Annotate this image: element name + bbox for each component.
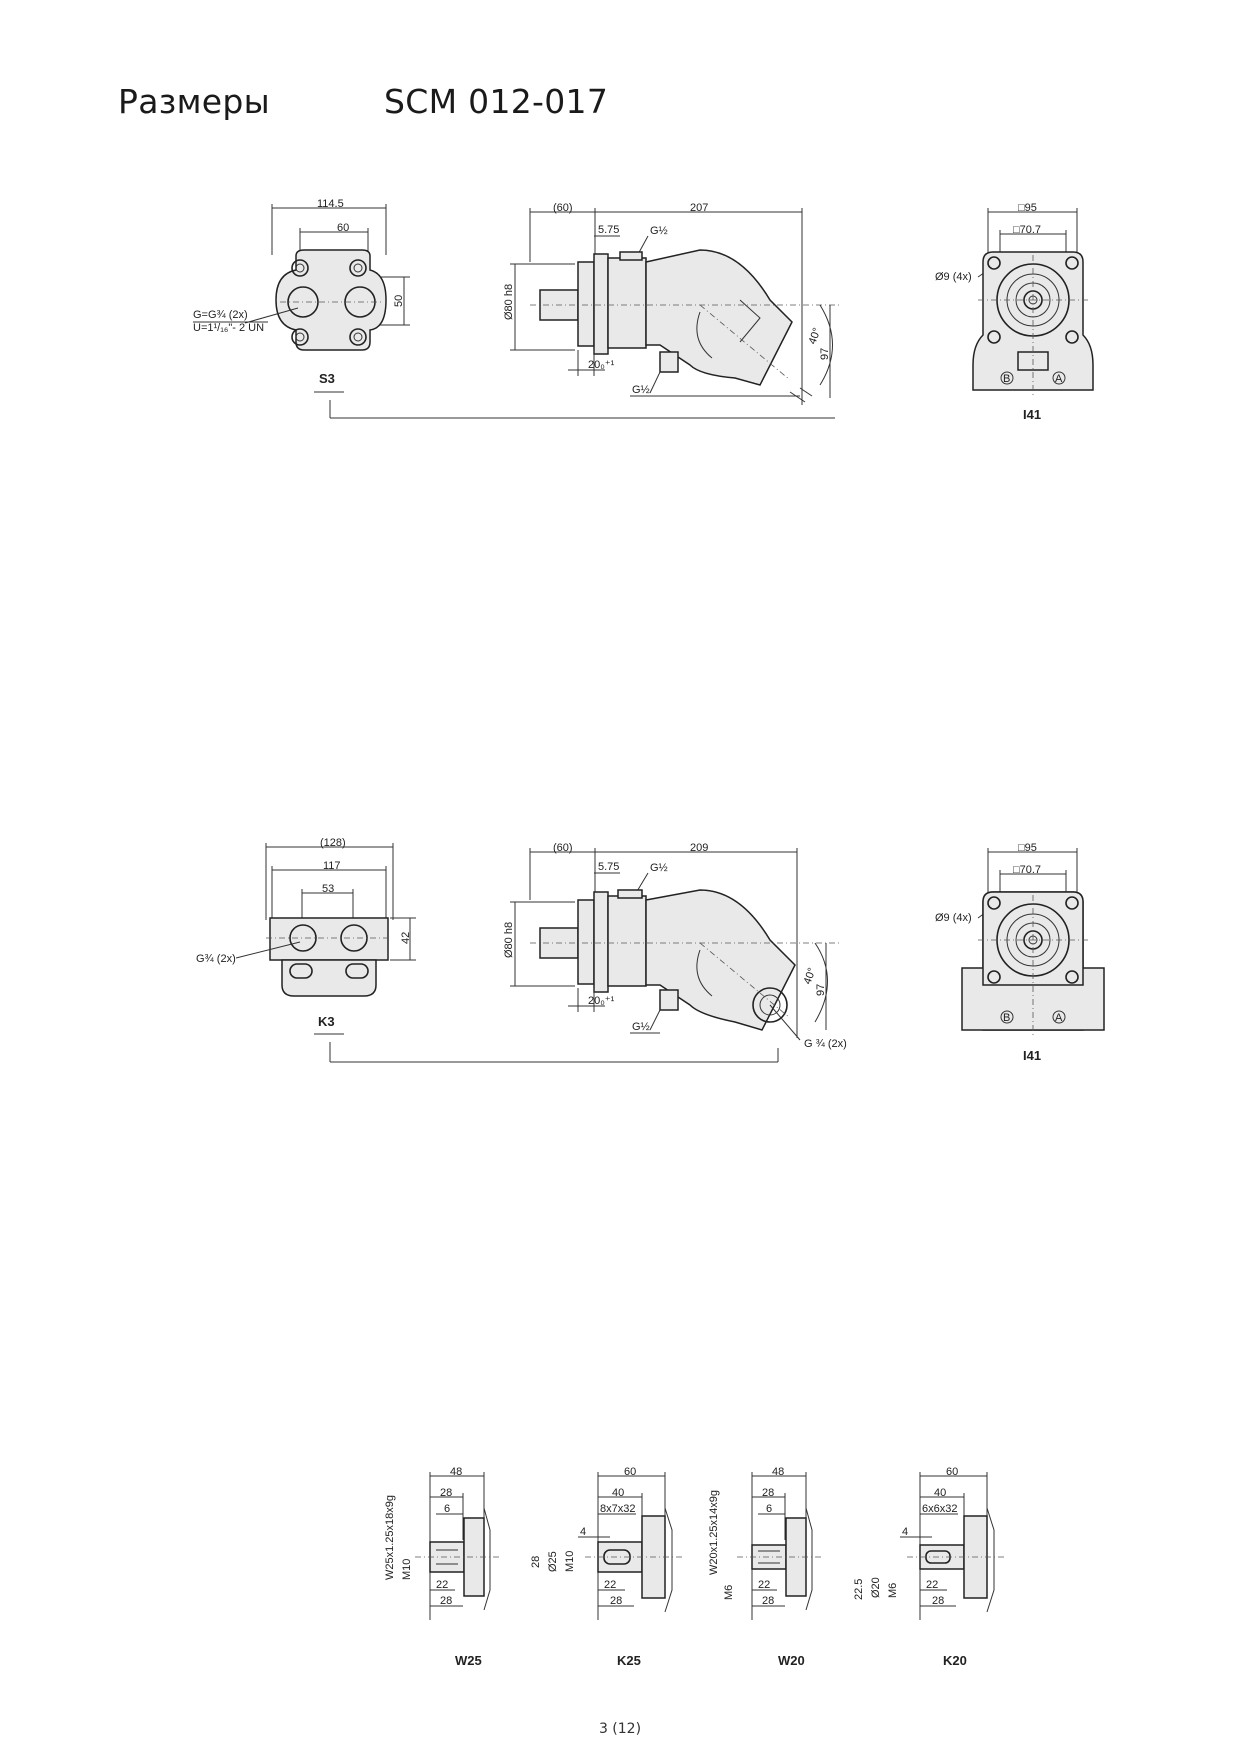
fig2-port-flange-view: (128) 117 53 42 G¾ (2x) K3	[196, 837, 779, 1063]
k25-dia: Ø25	[547, 1551, 559, 1572]
holes-9-2: Ø9 (4x)	[935, 912, 972, 924]
w20-dim-28b: 28	[762, 1595, 774, 1607]
k25-dim-40: 40	[612, 1487, 624, 1499]
dim-50: 50	[393, 295, 405, 307]
k20-dim-40: 40	[934, 1487, 946, 1499]
label-w20: W20	[778, 1653, 805, 1668]
dim-53: 53	[322, 883, 334, 895]
dim-5-75-2: 5.75	[598, 861, 619, 873]
dim-sq70-7: □70.7	[1013, 224, 1041, 236]
k25-dim-28b: 28	[610, 1595, 622, 1607]
k25-dim-60: 60	[624, 1466, 636, 1478]
port-g-half-bot-2: G½	[632, 1021, 650, 1033]
port-b-2: B	[1003, 1012, 1010, 1024]
shaft-k20: 60 40 6x6x32 4 22.5 Ø20 M6 22 28 K20	[853, 1466, 1004, 1668]
dim-97-2: 97	[815, 984, 827, 996]
dim-20: 20₀⁺¹	[588, 359, 615, 371]
label-i41-2: I41	[1023, 1048, 1041, 1063]
k20-dia: Ø20	[870, 1577, 882, 1598]
shaft-w20: 48 28 6 W20x1.25x14x9g M6 22 28 W20	[708, 1466, 822, 1668]
k20-dim-4: 4	[902, 1526, 908, 1538]
model-title: SCM 012-017	[384, 82, 609, 121]
dim-209: 209	[690, 842, 708, 854]
dim-60: 60	[337, 222, 349, 234]
dim-207: 207	[690, 202, 708, 214]
dim-60-paren-2: (60)	[553, 842, 573, 854]
dim-97: 97	[819, 348, 831, 360]
port-g-half-top-2: G½	[650, 862, 668, 874]
k20-thread: M6	[887, 1583, 899, 1598]
w25-dim-28b: 28	[440, 1595, 452, 1607]
holes-9: Ø9 (4x)	[935, 271, 972, 283]
dim-sq95-2: □95	[1018, 842, 1037, 854]
w20-spline: W20x1.25x14x9g	[708, 1490, 720, 1575]
label-k3: K3	[318, 1014, 335, 1029]
label-k25: K25	[617, 1653, 641, 1668]
w25-thread: M10	[401, 1559, 413, 1580]
fig2-front-view: □95 □70.7 Ø9 (4x) B A I41	[935, 842, 1105, 1063]
dim-42: 42	[400, 932, 412, 944]
w20-dim-6: 6	[766, 1503, 772, 1515]
dim-128: (128)	[320, 837, 346, 849]
port-note-u: U=1¹/₁₆"- 2 UN	[193, 322, 264, 334]
fig1-port-flange-view: 114.5 60 50 G=G¾ (2x) U=1¹/₁₆"- 2 UN S3	[193, 198, 835, 419]
w20-dim-28: 28	[762, 1487, 774, 1499]
dim-angle-40: 40°	[807, 326, 824, 346]
k25-dim-22: 22	[604, 1579, 616, 1591]
w20-thread: M6	[723, 1585, 735, 1600]
k25-key: 8x7x32	[600, 1503, 635, 1515]
dim-114-5: 114.5	[317, 198, 344, 210]
fig1-side-view: (60) 207 5.75 G½ Ø80 h8 40° 97 20₀⁺¹ G½	[503, 202, 840, 405]
section-title: Размеры	[118, 82, 270, 121]
k20-key: 6x6x32	[922, 1503, 957, 1515]
fig1-front-view: □95 □70.7 Ø9 (4x) B A I41	[935, 202, 1094, 422]
dim-shaft-80-2: Ø80 h8	[503, 922, 515, 958]
dim-60-paren: (60)	[553, 202, 573, 214]
dim-117: 117	[323, 860, 341, 872]
k25-thread: M10	[564, 1551, 576, 1572]
shaft-k25: 60 40 8x7x32 4 28 Ø25 M10 22 28 K25	[530, 1466, 682, 1668]
port-a-2: A	[1055, 1012, 1063, 1024]
w25-dim-28: 28	[440, 1487, 452, 1499]
port-g-half-bot: G½	[632, 384, 650, 396]
dim-sq95: □95	[1018, 202, 1037, 214]
k25-dim-4: 4	[580, 1526, 586, 1538]
w25-spline: W25x1.25x18x9g	[384, 1495, 396, 1580]
port-g-half-top: G½	[650, 225, 668, 237]
w20-dim-22: 22	[758, 1579, 770, 1591]
shaft-w25: 48 28 6 W25x1.25x18x9g M10 22 28 W25	[384, 1466, 500, 1668]
port-a-1: A	[1055, 373, 1063, 385]
k20-dim-60: 60	[946, 1466, 958, 1478]
k20-dim-22: 22	[926, 1579, 938, 1591]
w25-dim-22: 22	[436, 1579, 448, 1591]
label-i41-1: I41	[1023, 407, 1041, 422]
port-note-g: G=G¾ (2x)	[193, 309, 248, 321]
label-s3: S3	[319, 371, 335, 386]
port-note-g34: G¾ (2x)	[196, 953, 236, 965]
port-g34-side: G ¾ (2x)	[804, 1038, 847, 1050]
w25-dim-48: 48	[450, 1466, 462, 1478]
dim-angle-40-2: 40°	[802, 966, 819, 986]
w25-dim-6: 6	[444, 1503, 450, 1515]
label-k20: K20	[943, 1653, 967, 1668]
page-number: 3 (12)	[598, 1721, 642, 1737]
w20-dim-48: 48	[772, 1466, 784, 1478]
k25-dim-28v: 28	[530, 1556, 542, 1568]
dim-5-75: 5.75	[598, 224, 619, 236]
dim-shaft-80: Ø80 h8	[503, 284, 515, 320]
dim-20-2: 20₀⁺¹	[588, 995, 615, 1007]
dim-sq70-7-2: □70.7	[1013, 864, 1041, 876]
k20-dim-22-5: 22.5	[853, 1579, 865, 1600]
fig2-side-view: (60) 209 5.75 G½ Ø80 h8 40° 97 20₀⁺¹ G½	[503, 842, 847, 1050]
port-b-1: B	[1003, 373, 1010, 385]
label-w25: W25	[455, 1653, 482, 1668]
k20-dim-28b: 28	[932, 1595, 944, 1607]
